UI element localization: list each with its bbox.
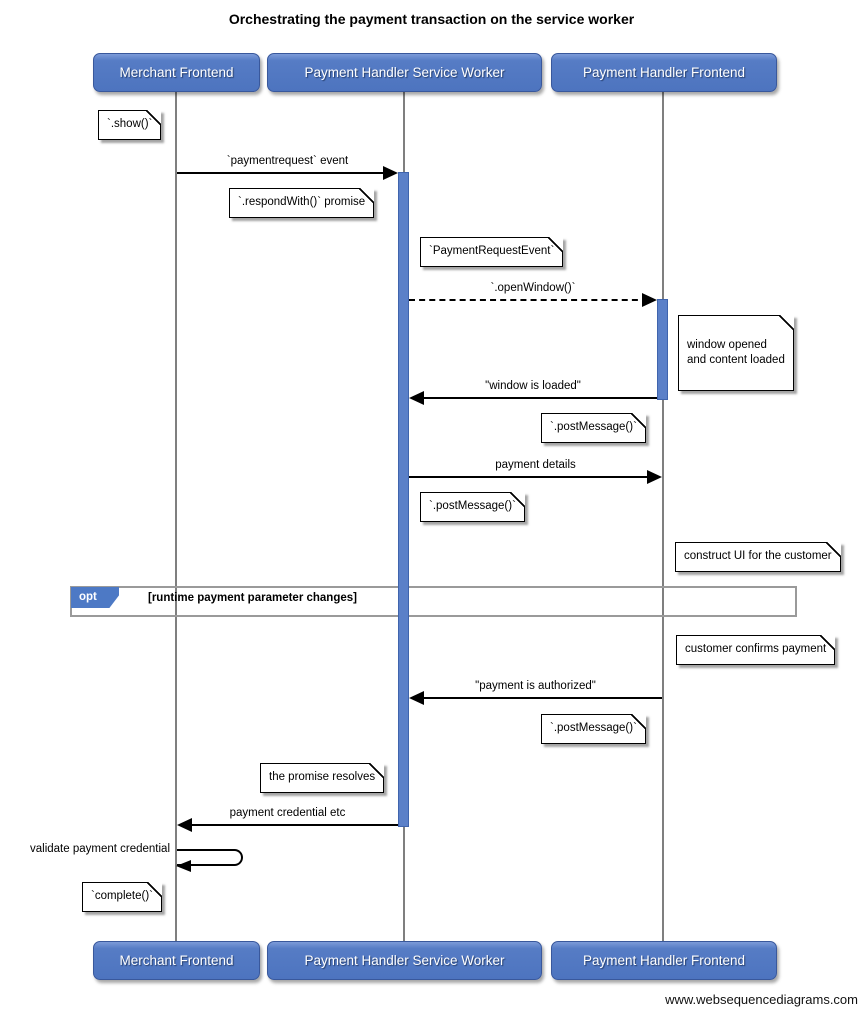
opt-frame-condition: [runtime payment parameter changes] [148, 592, 357, 604]
note-customer-confirms: customer confirms payment [676, 635, 836, 665]
message-arrow-paymentrequest-event [177, 166, 398, 180]
arrowhead-left-icon [176, 860, 191, 872]
note-fold-icon [548, 237, 564, 252]
message-arrow-window-loaded [409, 391, 657, 405]
note-fold-icon [630, 714, 646, 729]
note-paymentrequestevent: `PaymentRequestEvent` [420, 237, 564, 267]
note-fold-icon [146, 110, 162, 125]
note-text: `.postMessage()` [550, 722, 637, 734]
message-arrow-payment-details [409, 470, 662, 484]
activation-handler-frontend [657, 299, 668, 400]
message-label-payment-details: payment details [495, 459, 576, 471]
arrowhead-left-icon [409, 691, 424, 705]
message-label-openwindow: `.openWindow()` [490, 282, 576, 294]
note-show: `.show()` [98, 110, 162, 140]
note-promise-resolves: the promise resolves [260, 763, 385, 793]
arrowhead-right-icon [642, 293, 657, 307]
message-arrow-payment-credential [177, 818, 398, 832]
actor-handler-frontend-bottom: Payment Handler Frontend [551, 941, 777, 980]
note-text: construct UI for the customer [684, 550, 832, 562]
note-fold-icon [825, 542, 841, 557]
note-respondwith-promise: `.respondWith()` promise [229, 188, 375, 218]
arrowhead-left-icon [177, 818, 192, 832]
message-label-window-loaded: "window is loaded" [485, 380, 581, 392]
actor-service-worker-top: Payment Handler Service Worker [267, 53, 542, 92]
note-postmessage-1: `.postMessage()` [541, 413, 646, 443]
actor-merchant-frontend-bottom: Merchant Frontend [93, 941, 260, 980]
note-text: the promise resolves [269, 771, 376, 783]
note-postmessage-3: `.postMessage()` [541, 714, 646, 744]
note-text: `.postMessage()` [550, 421, 637, 433]
message-label-paymentrequest-event: `paymentrequest` event [226, 155, 349, 167]
arrow-line [186, 824, 398, 826]
note-fold-icon [778, 315, 794, 330]
arrow-line [177, 172, 389, 174]
arrow-line [409, 476, 653, 478]
note-complete: `complete()` [82, 882, 162, 912]
note-fold-icon [369, 763, 385, 778]
note-fold-icon [509, 492, 525, 507]
note-text: `PaymentRequestEvent` [429, 245, 555, 257]
note-construct-ui: construct UI for the customer [675, 542, 841, 572]
note-fold-icon [630, 413, 646, 428]
opt-frame-label: opt [71, 587, 119, 608]
message-selfloop-validate-credential [176, 849, 243, 872]
note-fold-icon [359, 188, 375, 203]
note-text: `.postMessage()` [429, 500, 516, 512]
note-fold-icon [820, 635, 836, 650]
arrow-line [409, 299, 648, 301]
note-text: window opened and content loaded [687, 338, 785, 367]
message-arrow-openwindow [409, 293, 657, 307]
lifeline-handler-frontend [662, 90, 664, 941]
message-label-validate-credential: validate payment credential [30, 843, 170, 855]
note-text: customer confirms payment [685, 643, 827, 655]
note-window-opened: window opened and content loaded [678, 315, 794, 392]
arrowhead-left-icon [409, 391, 424, 405]
arrowhead-right-icon [647, 470, 662, 484]
actor-merchant-frontend-top: Merchant Frontend [93, 53, 260, 92]
note-fold-icon [146, 882, 162, 897]
note-text: `.show()` [107, 118, 153, 130]
lifeline-merchant [175, 90, 177, 941]
actor-handler-frontend-top: Payment Handler Frontend [551, 53, 777, 92]
arrowhead-right-icon [383, 166, 398, 180]
note-text: `.respondWith()` promise [238, 196, 366, 208]
watermark: www.websequencediagrams.com [665, 992, 858, 1007]
actor-service-worker-bottom: Payment Handler Service Worker [267, 941, 542, 980]
note-postmessage-2: `.postMessage()` [420, 492, 525, 522]
opt-frame: opt [runtime payment parameter changes] [70, 586, 797, 617]
message-arrow-payment-authorized [409, 691, 662, 705]
message-label-payment-credential: payment credential etc [229, 807, 346, 819]
diagram-title: Orchestrating the payment transaction on… [228, 11, 635, 27]
message-label-payment-authorized: "payment is authorized" [475, 680, 596, 692]
note-text: `complete()` [91, 890, 153, 902]
arrow-line [418, 397, 657, 399]
activation-service-worker [398, 172, 409, 827]
arrow-line [418, 697, 662, 699]
